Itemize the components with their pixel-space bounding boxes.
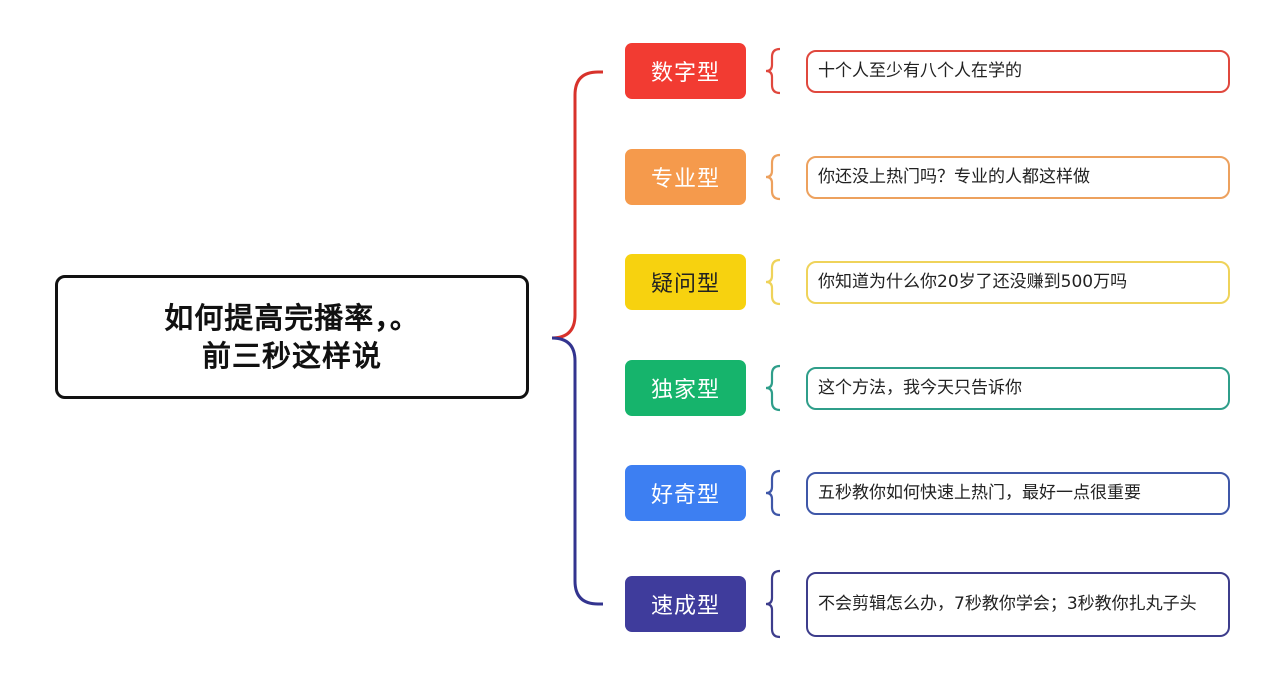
- brace-connector: [765, 153, 781, 201]
- brace-connector: [765, 364, 781, 412]
- description-quick-learn: 不会剪辑怎么办，7秒教你学会；3秒教你扎丸子头: [806, 572, 1230, 637]
- brace-connector: [765, 47, 781, 95]
- brace-connector: [765, 258, 781, 306]
- description-exclusive: 这个方法，我今天只告诉你: [806, 367, 1230, 410]
- category-exclusive: 独家型: [625, 360, 746, 416]
- root-title-line2: 前三秒这样说: [201, 339, 382, 373]
- root-topic: 如何提高完播率，。 前三秒这样说: [55, 275, 529, 399]
- category-professional: 专业型: [625, 149, 746, 205]
- description-curiosity: 五秒教你如何快速上热门，最好一点很重要: [806, 472, 1230, 515]
- description-text: 不会剪辑怎么办，7秒教你学会；3秒教你扎丸子头: [818, 594, 1197, 614]
- category-digital: 数字型: [625, 43, 746, 99]
- description-text: 你知道为什么你20岁了还没赚到500万吗: [818, 272, 1128, 292]
- description-text: 五秒教你如何快速上热门，最好一点很重要: [818, 483, 1141, 503]
- brace-connector: [765, 469, 781, 517]
- description-question: 你知道为什么你20岁了还没赚到500万吗: [806, 261, 1230, 304]
- description-text: 这个方法，我今天只告诉你: [818, 378, 1022, 398]
- brace-connector: [765, 569, 781, 639]
- description-digital: 十个人至少有八个人在学的: [806, 50, 1230, 93]
- lower-branch-line: [551, 336, 603, 606]
- description-text: 你还没上热门吗？专业的人都这样做: [818, 167, 1090, 187]
- category-question: 疑问型: [625, 254, 746, 310]
- category-label: 疑问型: [650, 272, 720, 297]
- description-professional: 你还没上热门吗？专业的人都这样做: [806, 156, 1230, 199]
- category-label: 好奇型: [650, 483, 720, 508]
- upper-branch-line: [551, 70, 603, 340]
- category-label: 独家型: [650, 378, 720, 403]
- category-label: 速成型: [650, 594, 720, 619]
- category-quick-learn: 速成型: [625, 576, 746, 632]
- category-label: 专业型: [650, 167, 720, 192]
- description-text: 十个人至少有八个人在学的: [818, 61, 1022, 81]
- category-label: 数字型: [650, 61, 720, 86]
- root-title-line1: 如何提高完播率，。: [164, 301, 420, 335]
- category-curiosity: 好奇型: [625, 465, 746, 521]
